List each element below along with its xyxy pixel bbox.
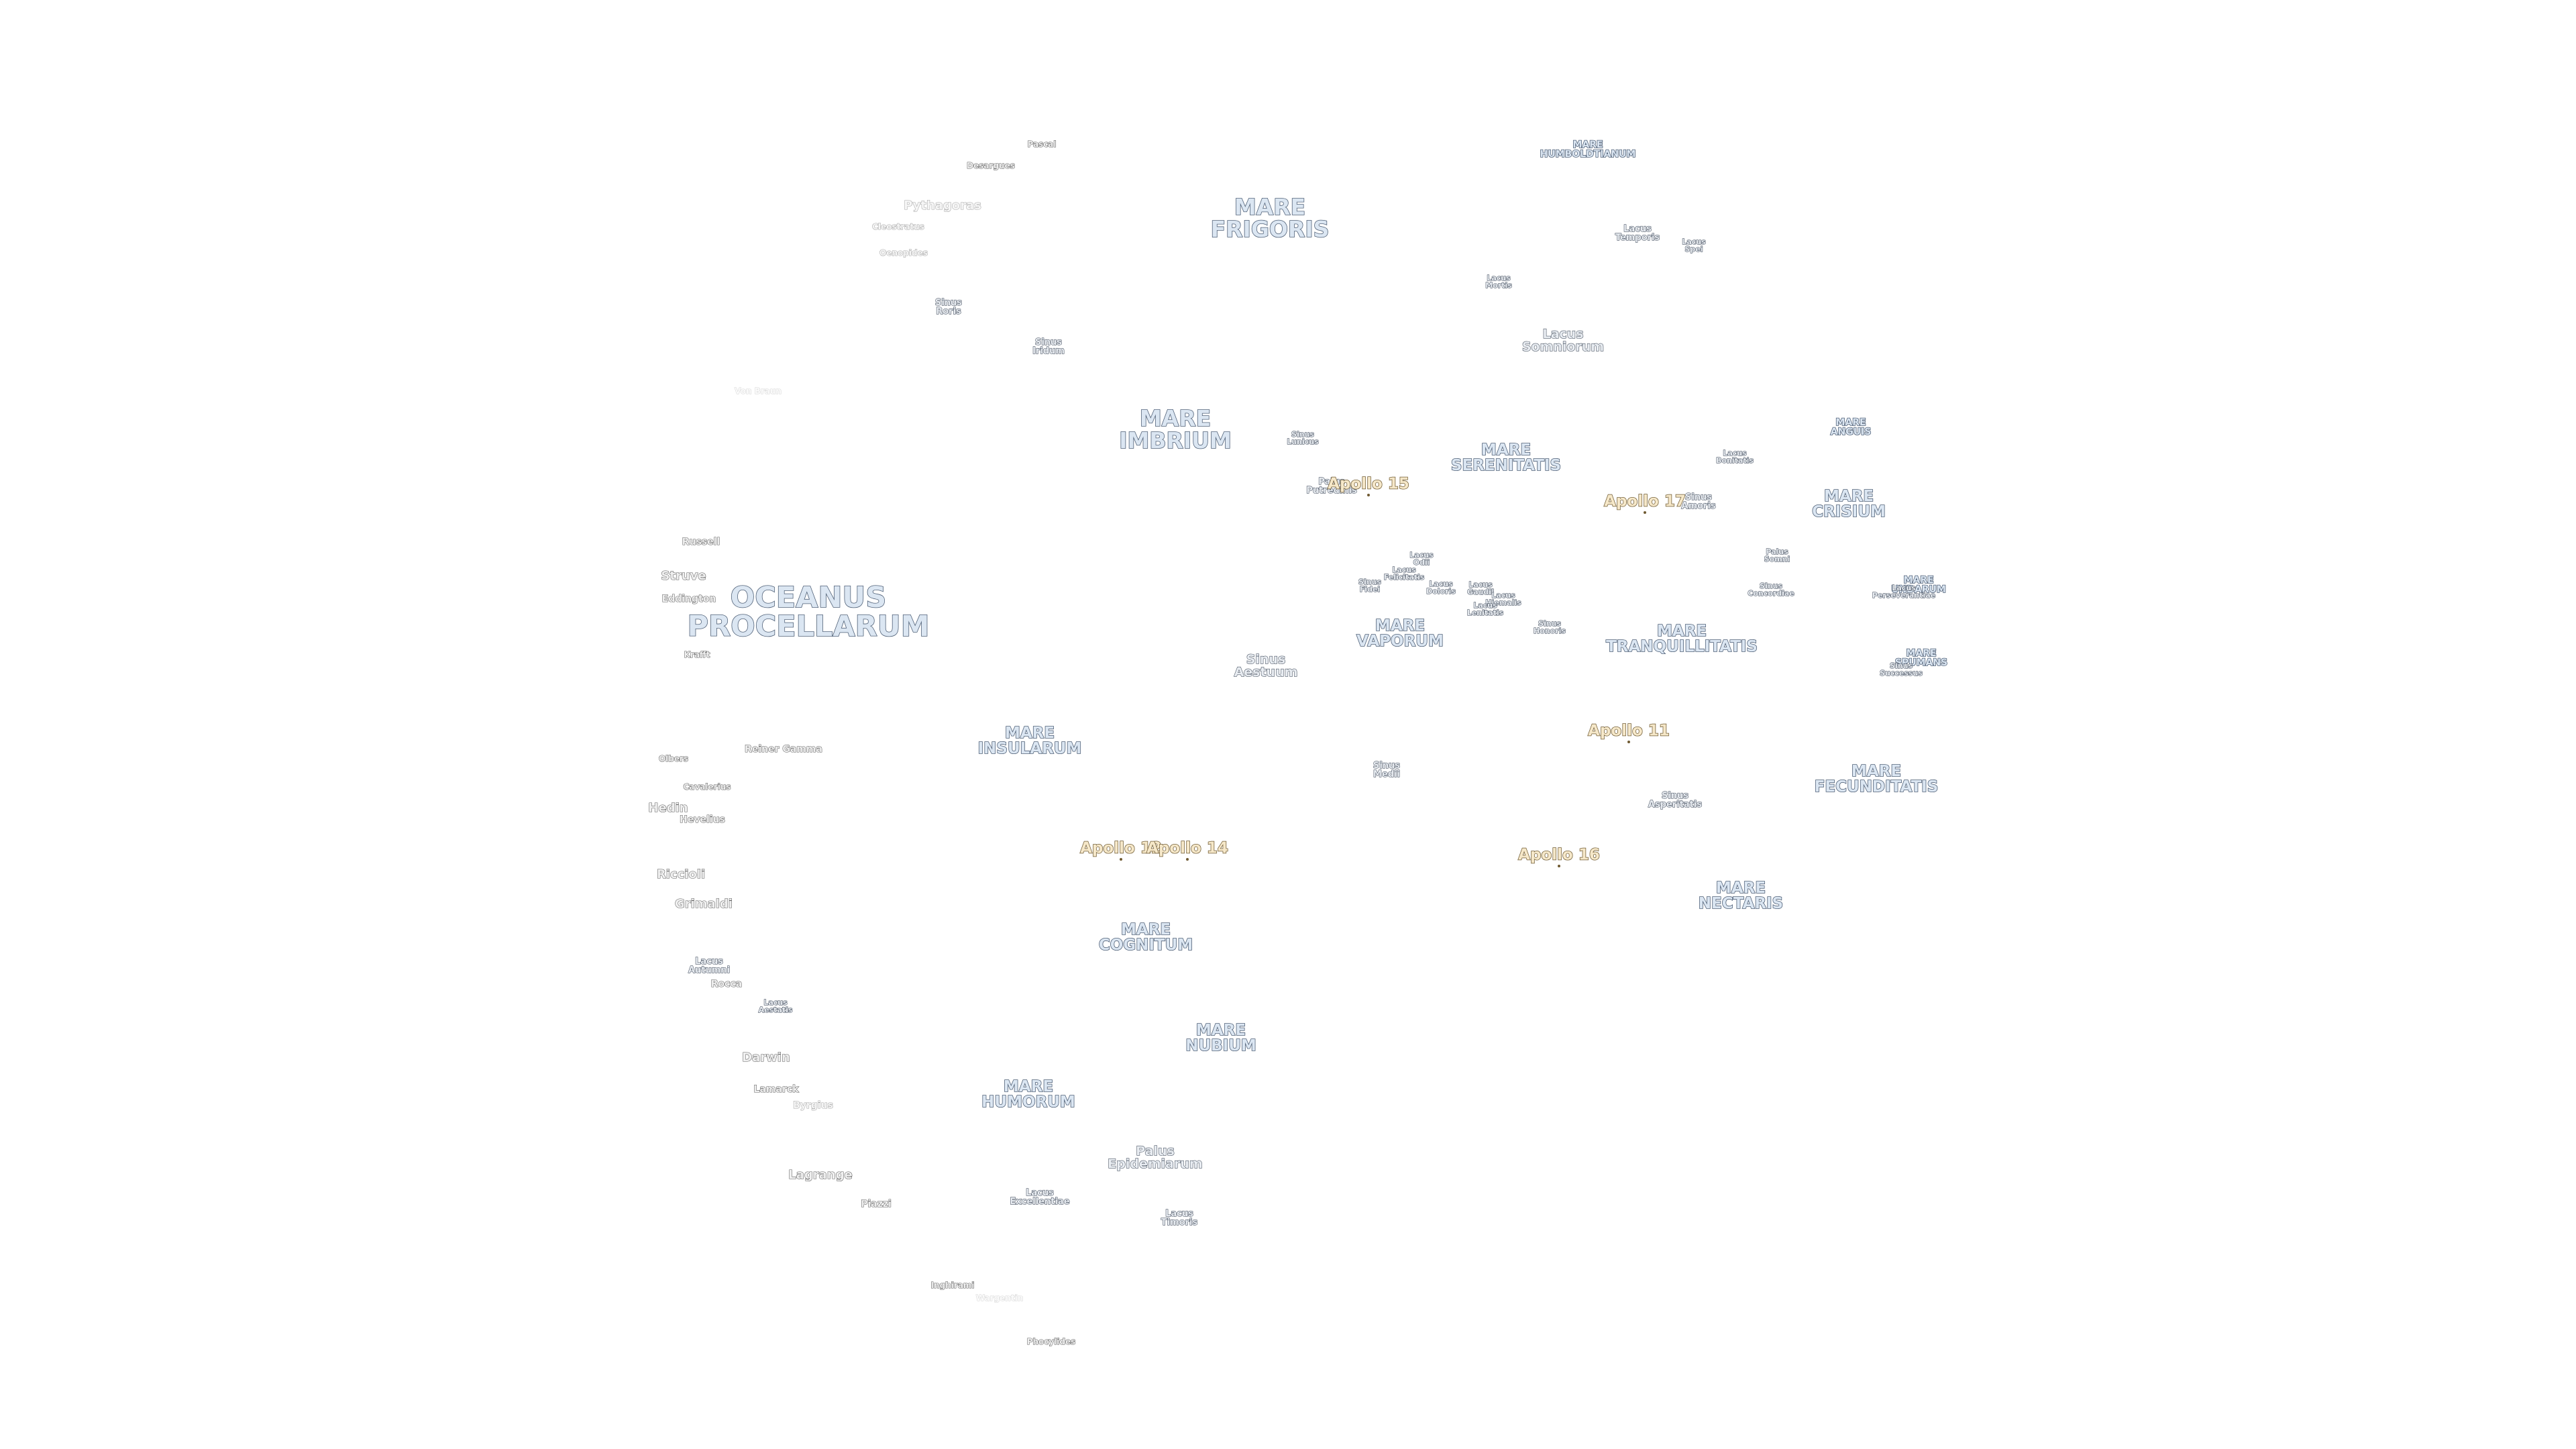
- apollo-site-label[interactable]: Apollo 11: [1587, 722, 1670, 740]
- feature-label[interactable]: Lacus Hiemalis: [1485, 591, 1522, 607]
- mare-label[interactable]: MARE TRANQUILLITATIS: [1605, 623, 1758, 655]
- feature-label[interactable]: Sinus Aestuum: [1234, 652, 1298, 680]
- crater-label[interactable]: Darwin: [742, 1051, 791, 1065]
- mare-label[interactable]: MARE SPUMANS: [1894, 648, 1948, 668]
- feature-label[interactable]: Palus Putredinis: [1306, 477, 1358, 496]
- feature-label[interactable]: Lacus Bonitatis: [1715, 449, 1754, 465]
- crater-label[interactable]: Hedin: [648, 801, 688, 815]
- crater-label[interactable]: Olbers: [658, 754, 689, 763]
- apollo-site-label[interactable]: Apollo 17: [1603, 492, 1686, 511]
- mare-label[interactable]: MARE CRISIUM: [1811, 488, 1886, 521]
- crater-label[interactable]: Krafft: [684, 650, 710, 659]
- mare-label[interactable]: OCEANUS PROCELLARUM: [687, 581, 930, 643]
- crater-label[interactable]: Lagrange: [788, 1168, 853, 1182]
- apollo-site-label[interactable]: Apollo 16: [1517, 846, 1600, 864]
- mare-label[interactable]: MARE NECTARIS: [1698, 879, 1784, 912]
- crater-label[interactable]: Eddington: [661, 594, 716, 604]
- feature-label[interactable]: Lacus Excellentiae: [1010, 1188, 1070, 1207]
- feature-label[interactable]: Lacus Somniorum: [1521, 327, 1605, 354]
- crater-label[interactable]: Struve: [661, 569, 706, 583]
- crater-label[interactable]: Von Braun: [735, 386, 782, 396]
- crater-label[interactable]: Pascal: [1027, 140, 1057, 149]
- mare-label[interactable]: MARE UNDARUM: [1890, 575, 1946, 595]
- crater-label[interactable]: Cavalerius: [683, 782, 731, 792]
- mare-label[interactable]: MARE FRIGORIS: [1210, 194, 1330, 242]
- mare-label[interactable]: MARE COGNITUM: [1098, 921, 1193, 954]
- crater-label[interactable]: Reiner Gamma: [745, 744, 823, 755]
- feature-label[interactable]: Lacus Perseverantiae: [1872, 584, 1936, 600]
- crater-label[interactable]: Inghirami: [930, 1281, 975, 1290]
- mare-label[interactable]: MARE NUBIUM: [1185, 1022, 1256, 1055]
- apollo-site-label[interactable]: Apollo 12: [1079, 839, 1162, 857]
- crater-label[interactable]: Pythagoras: [904, 199, 982, 213]
- mare-label[interactable]: MARE HUMBOLDTIANUM: [1540, 140, 1636, 160]
- feature-label[interactable]: Lacus Odii: [1409, 551, 1434, 567]
- apollo-site-marker[interactable]: [1120, 858, 1122, 861]
- feature-label[interactable]: Lacus Temporis: [1615, 224, 1660, 243]
- feature-label[interactable]: Palus Epidemiarum: [1108, 1144, 1203, 1171]
- feature-label[interactable]: Sinus Medii: [1373, 761, 1401, 780]
- feature-label[interactable]: Sinus Roris: [934, 298, 963, 317]
- crater-label[interactable]: Phocylides: [1026, 1337, 1076, 1346]
- feature-label[interactable]: Lacus Spei: [1682, 237, 1707, 254]
- apollo-site-marker[interactable]: [1367, 494, 1370, 496]
- crater-label[interactable]: Piazzi: [861, 1199, 892, 1210]
- crater-label[interactable]: Hevelius: [680, 814, 726, 825]
- crater-label[interactable]: Byrgius: [793, 1100, 834, 1111]
- crater-label[interactable]: Grimaldi: [674, 897, 733, 911]
- crater-label[interactable]: Lamarck: [753, 1084, 799, 1095]
- feature-label[interactable]: Sinus Fidei: [1358, 578, 1381, 594]
- feature-label[interactable]: Lacus Gaudii: [1467, 580, 1495, 596]
- crater-label[interactable]: Desargues: [967, 161, 1016, 170]
- feature-label[interactable]: Sinus Honoris: [1533, 619, 1566, 635]
- apollo-site-marker[interactable]: [1558, 865, 1560, 867]
- apollo-site-marker[interactable]: [1627, 741, 1630, 743]
- feature-label[interactable]: Sinus Lunicus: [1287, 430, 1320, 446]
- feature-label[interactable]: Lacus Autumni: [688, 957, 731, 975]
- mare-label[interactable]: MARE IMBRIUM: [1118, 405, 1232, 453]
- apollo-site-marker[interactable]: [1186, 858, 1189, 861]
- mare-label[interactable]: MARE HUMORUM: [981, 1078, 1075, 1111]
- crater-label[interactable]: Oenopides: [879, 248, 928, 258]
- crater-label[interactable]: Rocca: [710, 979, 743, 989]
- crater-label[interactable]: Russell: [682, 537, 720, 547]
- mare-label[interactable]: MARE VAPORUM: [1356, 617, 1444, 650]
- mare-label[interactable]: MARE INSULARUM: [977, 724, 1082, 757]
- feature-label[interactable]: Lacus Lenitatis: [1466, 601, 1504, 617]
- crater-label[interactable]: Cleostratus: [872, 222, 925, 231]
- mare-label[interactable]: MARE ANGUIS: [1830, 417, 1872, 437]
- mare-label[interactable]: MARE FECUNDITATIS: [1814, 763, 1939, 796]
- feature-label[interactable]: Lacus Timoris: [1161, 1209, 1198, 1228]
- feature-label[interactable]: Sinus Iridum: [1032, 337, 1065, 356]
- feature-label[interactable]: Lacus Mortis: [1485, 274, 1513, 290]
- feature-label[interactable]: Sinus Amoris: [1681, 492, 1716, 511]
- crater-label[interactable]: Wargentin: [975, 1293, 1024, 1303]
- apollo-site-label[interactable]: Apollo 14: [1146, 839, 1228, 857]
- crater-label[interactable]: Riccioli: [656, 867, 706, 881]
- feature-label[interactable]: Lacus Aestatis: [758, 998, 793, 1014]
- feature-label[interactable]: Sinus Successus: [1880, 661, 1923, 678]
- feature-label[interactable]: Sinus Concordiae: [1748, 582, 1795, 598]
- apollo-site-label[interactable]: Apollo 15: [1327, 475, 1409, 493]
- feature-label[interactable]: Sinus Asperitatis: [1648, 791, 1703, 810]
- apollo-site-marker[interactable]: [1644, 511, 1646, 514]
- mare-label[interactable]: MARE SERENITATIS: [1450, 441, 1562, 474]
- feature-label[interactable]: Lacus Doloris: [1426, 580, 1456, 596]
- feature-label[interactable]: Lacus Felicitatis: [1383, 566, 1425, 582]
- feature-label[interactable]: Palus Somni: [1764, 547, 1790, 564]
